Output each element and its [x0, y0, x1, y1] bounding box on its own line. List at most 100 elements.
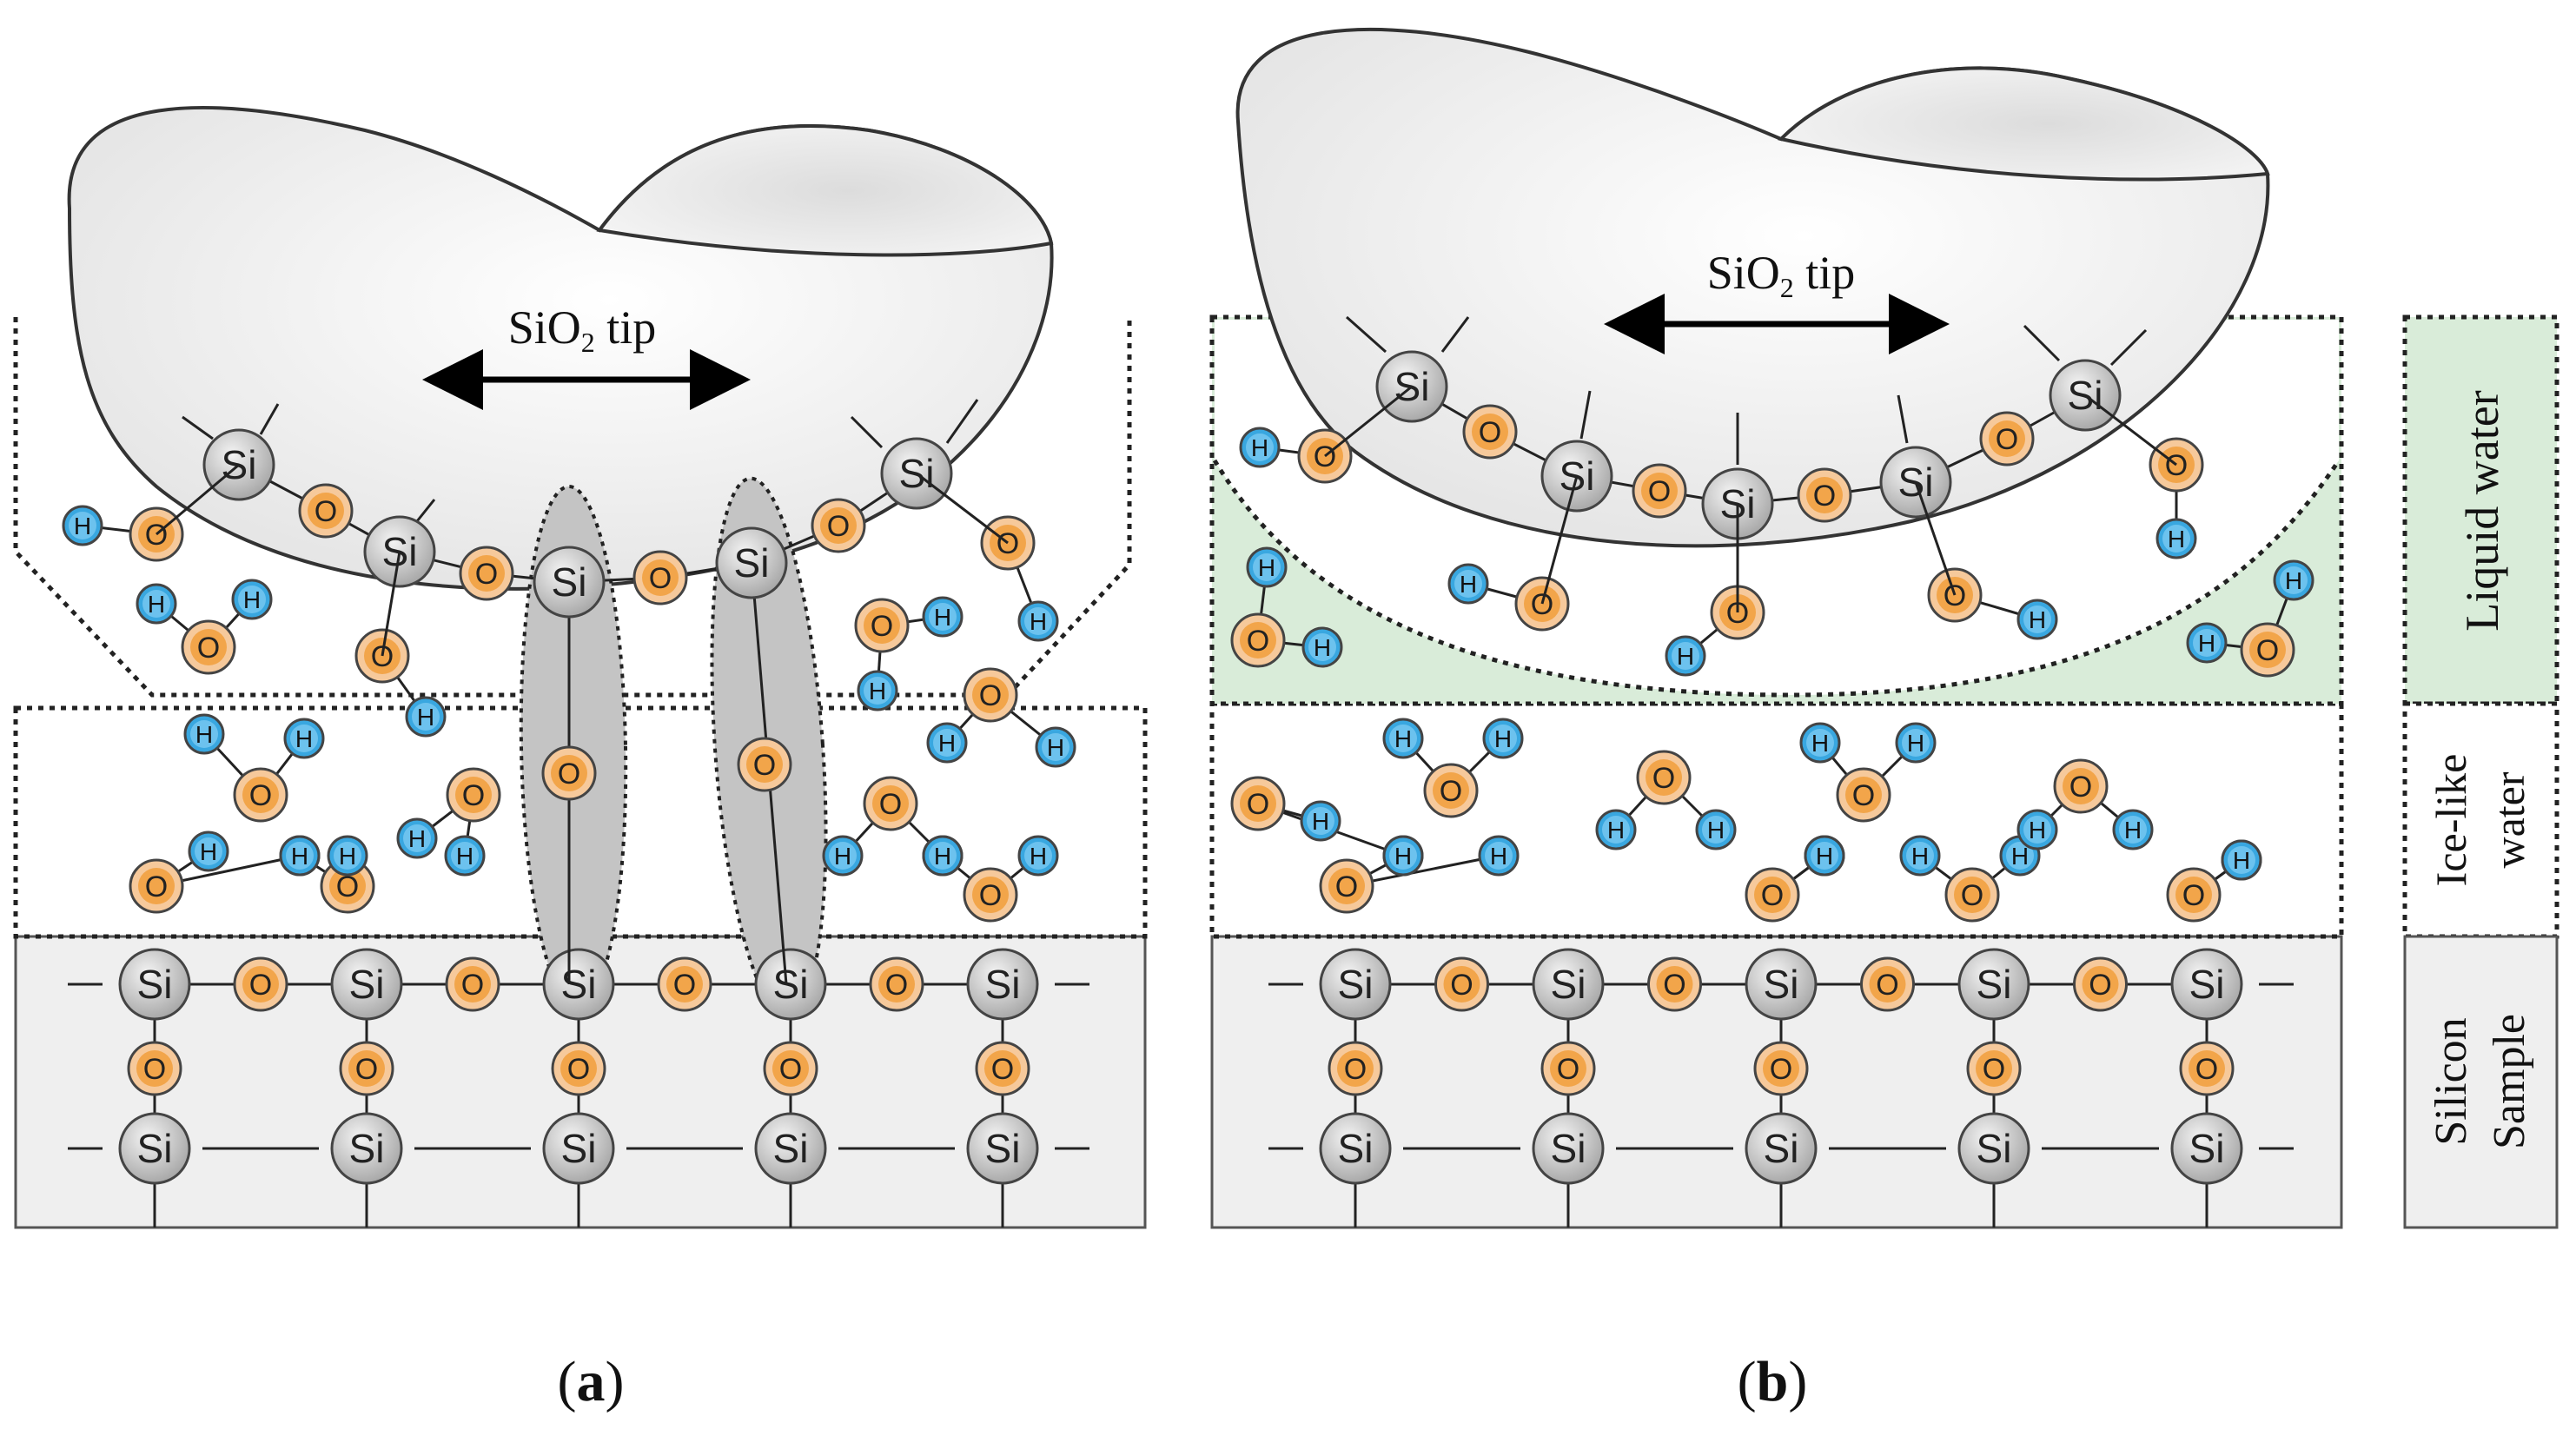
hydrogen-symbol: H — [1314, 634, 1331, 661]
hydrogen-atom: H — [1478, 835, 1520, 877]
oxygen-symbol: O — [197, 632, 220, 665]
hydrogen-atom: H — [283, 718, 325, 759]
oxygen-atom: O — [1966, 1041, 2022, 1096]
oxygen-atom: O — [975, 1041, 1030, 1096]
oxygen-atom: O — [339, 1041, 394, 1096]
hydrogen-atom: H — [231, 579, 273, 620]
oxygen-atom: O — [127, 1041, 182, 1096]
hydrogen-atom: H — [2186, 622, 2228, 664]
silicon-symbol: Si — [552, 559, 587, 605]
oxygen-atom: O — [551, 1041, 606, 1096]
oxygen-symbol: O — [1314, 440, 1336, 473]
oxygen-atom: O — [1647, 956, 1702, 1012]
oxygen-atom: O — [459, 546, 514, 601]
oxygen-symbol: O — [1557, 1053, 1579, 1086]
silicon-atom: Si — [715, 526, 788, 599]
silicon-symbol: Si — [773, 962, 809, 1007]
oxygen-symbol: O — [371, 640, 394, 673]
hydrogen-symbol: H — [2029, 817, 2046, 844]
hydrogen-atom: H — [1804, 835, 1845, 877]
oxygen-atom: O — [233, 956, 288, 1012]
oxygen-symbol: O — [1479, 416, 1501, 449]
oxygen-atom: O — [1423, 763, 1479, 818]
silicon-atom: Si — [1319, 1112, 1392, 1185]
hydrogen-symbol: H — [1394, 725, 1412, 752]
silicon-atom: Si — [330, 1112, 403, 1185]
oxygen-symbol: O — [1344, 1053, 1367, 1086]
legend-sample-label-2: Sample — [2485, 1014, 2534, 1149]
hydrogen-symbol: H — [195, 721, 213, 748]
silicon-atom: Si — [118, 948, 191, 1021]
hydrogen-symbol: H — [934, 843, 951, 870]
oxygen-atom: O — [1632, 463, 1687, 519]
bond-line — [1897, 394, 1909, 444]
hydrogen-symbol: H — [417, 704, 434, 731]
silicon-atom: Si — [1957, 1112, 2030, 1185]
bond-line — [850, 415, 884, 449]
oxygen-atom: O — [2053, 758, 2109, 814]
silicon-symbol: Si — [137, 1126, 173, 1171]
hydrogen-symbol: H — [1251, 434, 1268, 461]
hydrogen-atom: H — [1246, 546, 1288, 588]
oxygen-symbol: O — [979, 879, 1002, 912]
oxygen-atom: O — [1434, 956, 1489, 1012]
silicon-symbol: Si — [137, 962, 173, 1007]
silicon-symbol: Si — [985, 962, 1021, 1007]
silicon-atom: Si — [542, 1112, 615, 1185]
bond-line — [916, 472, 1009, 545]
bond-line — [1579, 390, 1592, 440]
bond-line — [415, 499, 436, 522]
oxygen-atom: O — [541, 745, 597, 801]
silicon-atom: Si — [966, 948, 1039, 1021]
oxygen-symbol: O — [1440, 775, 1462, 808]
hydrogen-symbol: H — [148, 591, 165, 618]
oxygen-atom: O — [1230, 612, 1286, 668]
oxygen-symbol: O — [1983, 1053, 2005, 1086]
silicon-symbol: Si — [1338, 962, 1374, 1007]
oxygen-symbol: O — [145, 519, 168, 552]
silicon-atom: Si — [1532, 948, 1605, 1021]
oxygen-symbol: O — [997, 527, 1019, 560]
hydrogen-symbol: H — [1816, 843, 1833, 870]
hydrogen-atom: H — [1382, 835, 1424, 877]
silicon-atom: Si — [118, 1112, 191, 1185]
oxygen-symbol: O — [315, 495, 337, 528]
hydrogen-atom: H — [1017, 835, 1059, 877]
oxygen-symbol: O — [871, 610, 893, 643]
oxygen-symbol: O — [2182, 879, 2205, 912]
hydrogen-symbol: H — [2029, 606, 2046, 633]
legend-ice-like-label-2: water — [2485, 771, 2533, 868]
oxygen-atom: O — [1836, 767, 1891, 823]
oxygen-atom: O — [763, 1041, 818, 1096]
oxygen-symbol: O — [2069, 771, 2092, 804]
hydrogen-symbol: H — [200, 838, 217, 865]
hydrogen-atom: H — [2273, 559, 2314, 601]
oxygen-symbol: O — [1652, 762, 1675, 795]
oxygen-atom: O — [1860, 956, 1915, 1012]
silicon-atom: Si — [754, 948, 827, 1021]
tip-label-b: SiO2 tip — [1707, 247, 1856, 303]
silicon-symbol: Si — [1977, 962, 2012, 1007]
silicon-symbol: Si — [734, 540, 770, 586]
hydrogen-symbol: H — [869, 678, 886, 705]
oxygen-atom: O — [963, 667, 1018, 723]
silicon-symbol: Si — [349, 962, 385, 1007]
hydrogen-symbol: H — [1394, 843, 1412, 870]
oxygen-symbol: O — [885, 969, 908, 1002]
oxygen-symbol: O — [753, 749, 776, 782]
oxygen-symbol: O — [2256, 634, 2279, 667]
oxygen-symbol: O — [827, 510, 850, 543]
silicon-symbol: Si — [1551, 962, 1586, 1007]
hydrogen-atom: H — [1301, 626, 1343, 668]
oxygen-atom: O — [811, 498, 866, 553]
oxygen-symbol: O — [143, 1053, 166, 1086]
hydrogen-atom: H — [1239, 427, 1281, 468]
hydrogen-symbol: H — [291, 843, 308, 870]
oxygen-symbol: O — [461, 969, 484, 1002]
oxygen-atom: O — [233, 767, 288, 823]
hydrogen-atom: H — [2016, 599, 2058, 640]
hydrogen-symbol: H — [1312, 808, 1329, 835]
silicon-symbol: Si — [2189, 1126, 2225, 1171]
oxygen-symbol: O — [462, 779, 485, 812]
oxygen-atom: O — [1328, 1041, 1383, 1096]
